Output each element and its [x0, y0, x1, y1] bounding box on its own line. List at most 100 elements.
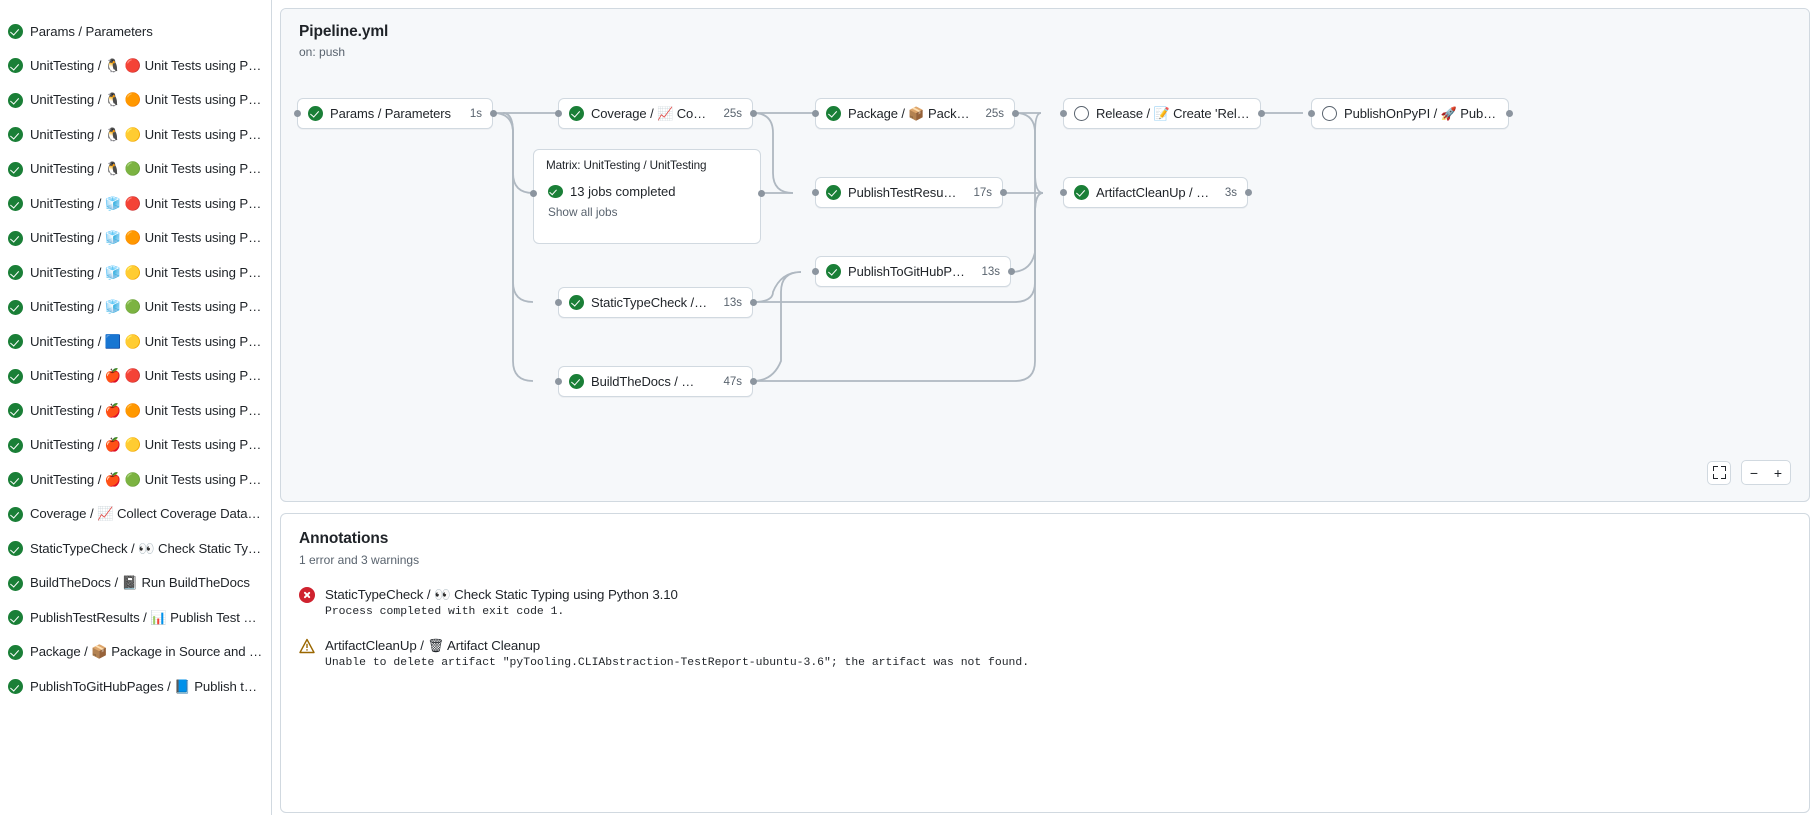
sidebar-job-label: PublishToGitHubPages / 📘 Publish to G…: [30, 678, 263, 694]
graph-node-label: PublishToGitHubPages / 📘 …: [848, 263, 967, 279]
sidebar-job-item[interactable]: UnitTesting / 🧊 🟡 Unit Tests using Pyth…: [0, 256, 271, 291]
matrix-summary-row[interactable]: 13 jobs completed: [534, 172, 760, 199]
sidebar-job-item[interactable]: UnitTesting / 🐧 🟠 Unit Tests using Pyth…: [0, 83, 271, 118]
sidebar-job-item[interactable]: PublishToGitHubPages / 📘 Publish to G…: [0, 670, 271, 705]
graph-node-label: Package / 📦 Package in So…: [848, 105, 971, 121]
success-check-icon: [8, 472, 23, 488]
graph-node-package[interactable]: Package / 📦 Package in So…25s: [815, 98, 1015, 129]
node-port-out: [1244, 189, 1252, 196]
success-check-icon: [8, 230, 23, 246]
sidebar-job-item[interactable]: Package / 📦 Package in Source and Wh…: [0, 635, 271, 670]
sidebar-job-label: UnitTesting / 🐧 🟡 Unit Tests using Pyth…: [30, 126, 263, 142]
annotations-list: StaticTypeCheck / 👀 Check Static Typing …: [281, 567, 1809, 669]
success-check-icon: [569, 374, 584, 389]
sidebar-job-item[interactable]: BuildTheDocs / 📓 Run BuildTheDocs: [0, 566, 271, 601]
success-check-icon: [8, 575, 23, 591]
graph-node-duration: 1s: [469, 107, 482, 120]
success-check-icon: [8, 58, 23, 74]
sidebar-job-item[interactable]: UnitTesting / 🐧 🔴 Unit Tests using Pyth…: [0, 49, 271, 84]
sidebar-job-item[interactable]: Coverage / 📈 Collect Coverage Data usi…: [0, 497, 271, 532]
graph-node-label: PublishOnPyPI / 🚀 Publish to …: [1344, 105, 1498, 121]
error-icon: [299, 587, 315, 603]
node-port-in: [811, 110, 819, 117]
sidebar-job-item[interactable]: Params / Parameters: [0, 14, 271, 49]
sidebar-job-label: UnitTesting / 🧊 🟡 Unit Tests using Pyth…: [30, 264, 263, 280]
annotation-message: Process completed with exit code 1.: [325, 606, 565, 618]
graph-node-builddocs[interactable]: BuildTheDocs / 📓 Run Buil… 47s: [558, 366, 753, 397]
success-check-icon: [8, 541, 23, 557]
graph-node-label: Release / 📝 Create 'Release P…: [1096, 105, 1250, 121]
success-check-icon: [8, 299, 23, 315]
show-all-jobs-link[interactable]: Show all jobs: [548, 205, 618, 219]
matrix-summary: 13 jobs completed: [570, 184, 676, 199]
sidebar-job-label: Params / Parameters: [30, 23, 153, 39]
sidebar-job-item[interactable]: UnitTesting / 🐧 🟡 Unit Tests using Pyth…: [0, 118, 271, 153]
sidebar-job-label: BuildTheDocs / 📓 Run BuildTheDocs: [30, 575, 250, 591]
graph-node-duration: 25s: [723, 107, 742, 120]
success-check-icon: [8, 610, 23, 626]
sidebar-job-item[interactable]: UnitTesting / 🍎 🟠 Unit Tests using Pyth…: [0, 394, 271, 429]
graph-node-ghpages[interactable]: PublishToGitHubPages / 📘 … 13s: [815, 256, 1011, 287]
sidebar-job-item[interactable]: UnitTesting / 🟦 🟡 Unit Tests using Pyth…: [0, 325, 271, 360]
sidebar-job-item[interactable]: PublishTestResults / 📊 Publish Test Resu…: [0, 601, 271, 636]
sidebar-job-label: Package / 📦 Package in Source and Wh…: [30, 644, 263, 660]
graph-node-duration: 47s: [723, 375, 742, 388]
zoom-out-button[interactable]: −: [1749, 464, 1759, 481]
success-check-icon: [8, 23, 23, 39]
node-port-in: [554, 299, 562, 306]
annotations-subtitle: 1 error and 3 warnings: [299, 553, 420, 567]
matrix-subgraph[interactable]: Matrix: UnitTesting / UnitTesting 13 job…: [533, 149, 761, 244]
success-check-icon: [569, 295, 584, 310]
node-port-out: [1505, 110, 1513, 117]
success-check-icon: [8, 437, 23, 453]
sidebar-job-label: UnitTesting / 🐧 🟠 Unit Tests using Pyth…: [30, 92, 263, 108]
graph-node-typecheck[interactable]: StaticTypeCheck / 👀 Chec…13s: [558, 287, 753, 318]
matrix-port-in: [529, 189, 537, 197]
sidebar-job-item[interactable]: UnitTesting / 🧊 🟠 Unit Tests using Pyth…: [0, 221, 271, 256]
annotation-item[interactable]: StaticTypeCheck / 👀 Check Static Typing …: [281, 567, 1809, 618]
success-check-icon: [8, 679, 23, 695]
sidebar-job-item[interactable]: UnitTesting / 🍎 🔴 Unit Tests using Pyth…: [0, 359, 271, 394]
node-port-in: [554, 378, 562, 385]
graph-node-cleanup[interactable]: ArtifactCleanUp / 🗑 Artifac…3s: [1063, 177, 1248, 208]
sidebar-job-label: UnitTesting / 🍎 🟡 Unit Tests using Pyth…: [30, 437, 263, 453]
graph-node-label: BuildTheDocs / 📓 Run Buil…: [591, 373, 708, 389]
fullscreen-icon: [1712, 466, 1726, 479]
sidebar-job-item[interactable]: UnitTesting / 🍎 🟢 Unit Tests using Pyth…: [0, 463, 271, 498]
node-port-out: [749, 299, 757, 306]
workflow-trigger: on: push: [299, 45, 346, 59]
graph-node-release[interactable]: Release / 📝 Create 'Release P…: [1063, 98, 1261, 129]
node-port-out: [489, 110, 497, 117]
annotations-panel: Annotations 1 error and 3 warnings Stati…: [280, 513, 1810, 813]
sidebar-job-label: Coverage / 📈 Collect Coverage Data usi…: [30, 506, 263, 522]
success-check-icon: [8, 506, 23, 522]
zoom-in-button[interactable]: +: [1773, 464, 1783, 481]
sidebar-job-item[interactable]: UnitTesting / 🧊 🔴 Unit Tests using Pyth…: [0, 187, 271, 222]
graph-node-coverage[interactable]: Coverage / 📈 Collect Cove… 25s: [558, 98, 753, 129]
node-port-in: [293, 110, 301, 117]
graph-node-pypi[interactable]: PublishOnPyPI / 🚀 Publish to …: [1311, 98, 1509, 129]
pending-circle-icon: [1074, 106, 1089, 121]
annotation-message: Unable to delete artifact "pyTooling.CLI…: [325, 657, 1030, 669]
node-port-out: [749, 110, 757, 117]
sidebar-job-label: UnitTesting / 🍎 🟢 Unit Tests using Pyth…: [30, 471, 263, 487]
graph-node-duration: 13s: [723, 296, 742, 309]
sidebar-job-label: UnitTesting / 🍎 🟠 Unit Tests using Pyth…: [30, 402, 263, 418]
sidebar-job-item[interactable]: UnitTesting / 🧊 🟢 Unit Tests using Pyth…: [0, 290, 271, 325]
sidebar-job-item[interactable]: UnitTesting / 🐧 🟢 Unit Tests using Pyth…: [0, 152, 271, 187]
sidebar-job-label: UnitTesting / 🟦 🟡 Unit Tests using Pyth…: [30, 333, 263, 349]
success-check-icon: [548, 185, 563, 198]
graph-node-duration: 13s: [981, 265, 1000, 278]
graph-node-testresults[interactable]: PublishTestResults / 📊 Pu…17s: [815, 177, 1003, 208]
fullscreen-button[interactable]: [1707, 460, 1731, 485]
main-content: Pipeline.yml on: push: [272, 0, 1818, 815]
graph-node-label: Coverage / 📈 Collect Cove…: [591, 105, 708, 121]
sidebar-job-item[interactable]: StaticTypeCheck / 👀 Check Static Typing…: [0, 532, 271, 567]
sidebar-job-item[interactable]: UnitTesting / 🍎 🟡 Unit Tests using Pyth…: [0, 428, 271, 463]
